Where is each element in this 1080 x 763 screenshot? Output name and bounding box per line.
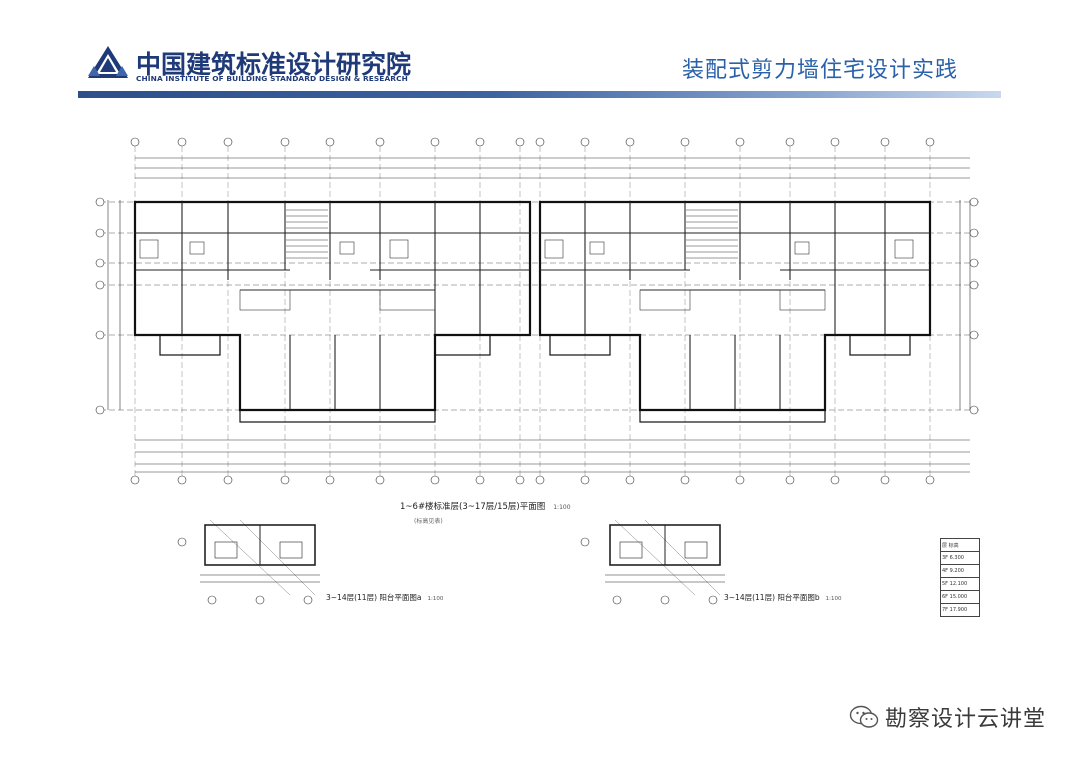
legend-row: 5F 12.100 xyxy=(940,577,980,591)
legend-row: 3F 6.300 xyxy=(940,551,980,565)
main-plan-scale: 1:100 xyxy=(553,504,571,511)
floor-plan-drawing xyxy=(95,137,980,605)
legend-row: 6F 15.000 xyxy=(940,590,980,604)
watermark-text: 勘察设计云讲堂 xyxy=(884,707,1046,732)
legend-row: 层 标高 xyxy=(940,538,980,552)
balcony-b-title: 3~14层(11层) 阳台平面图b xyxy=(724,593,820,602)
main-plan-note: (标高见表) xyxy=(414,518,443,525)
watermark: 勘察设计云讲堂 xyxy=(849,700,1046,734)
balcony-a-scale: 1:100 xyxy=(427,596,444,602)
balcony-a-caption: 3~14层(11层) 阳台平面图a 1:100 xyxy=(326,592,443,603)
logo-english-name: CHINA INSTITUTE OF BUILDING STANDARD DES… xyxy=(136,74,408,83)
main-plan-title: 1~6#楼标准层(3~17层/15层)平面图 xyxy=(400,502,546,512)
floor-level-table: 层 标高 3F 6.300 4F 9.200 5F 12.100 6F 15.0… xyxy=(940,538,980,620)
balcony-b-caption: 3~14层(11层) 阳台平面图b 1:100 xyxy=(724,592,842,603)
institute-logo: 中国建筑标准设计研究院 CHINA INSTITUTE OF BUILDING … xyxy=(86,44,416,84)
logo-chinese-name: 中国建筑标准设计研究院 xyxy=(136,50,412,79)
header-divider xyxy=(78,91,1001,98)
balcony-b-scale: 1:100 xyxy=(825,596,842,602)
legend-row: 7F 17.900 xyxy=(940,603,980,617)
legend-row: 4F 9.200 xyxy=(940,564,980,578)
wechat-icon xyxy=(849,705,879,728)
balcony-a-title: 3~14层(11层) 阳台平面图a xyxy=(326,593,422,602)
main-plan-caption: 1~6#楼标准层(3~17层/15层)平面图 1:100 xyxy=(400,500,571,512)
slide-title: 装配式剪力墙住宅设计实践 xyxy=(681,58,958,83)
logo-mark-icon xyxy=(88,46,128,78)
